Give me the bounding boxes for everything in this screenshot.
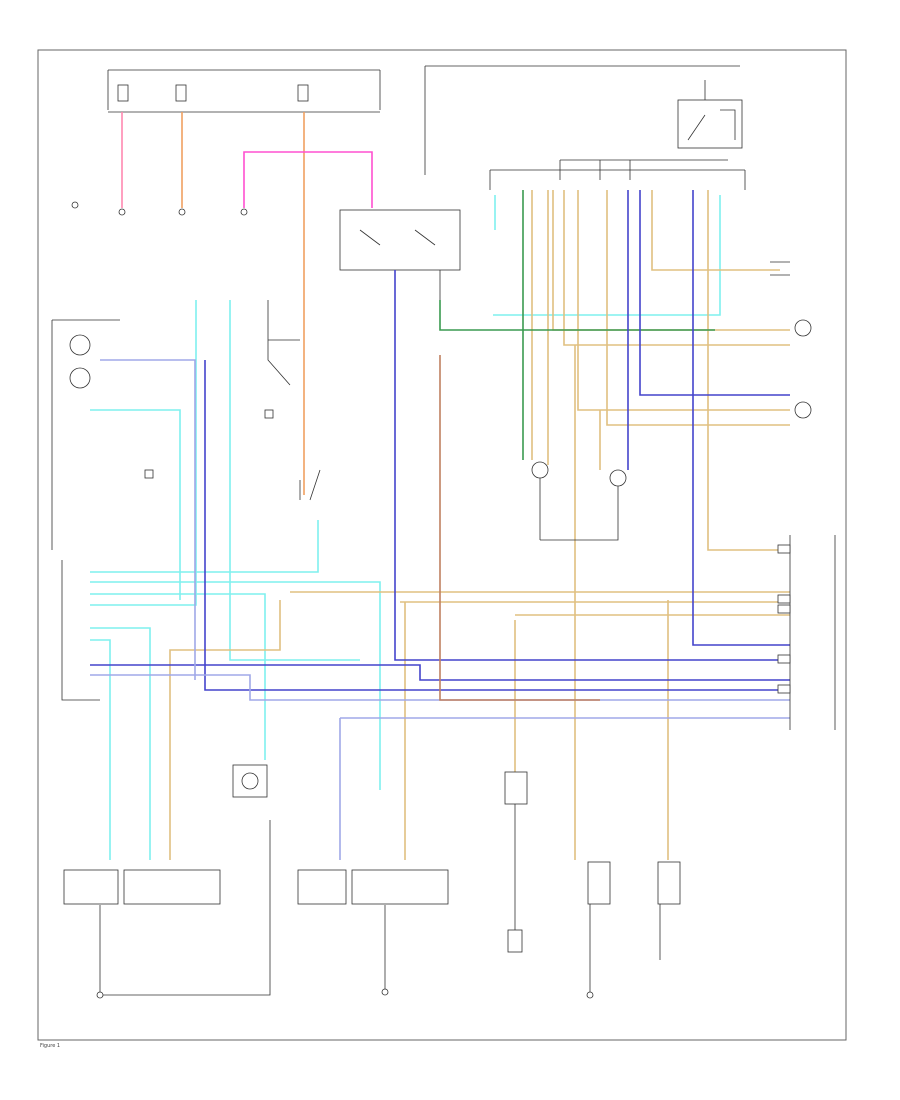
wire-dark-blue-3: [639, 190, 790, 396]
left-connector: [61, 560, 100, 701]
wire-tan-9: [400, 601, 790, 860]
right-connector: [777, 535, 836, 730]
wire-tan-2: [563, 190, 790, 346]
wire-tan-6: [707, 190, 790, 551]
side-marker: [504, 771, 528, 953]
wire-tan-4: [606, 190, 790, 426]
headlamp-relay: [559, 80, 743, 180]
wire-light-blue-8: [229, 300, 360, 661]
wire-lavender-1: [100, 359, 196, 680]
headlamp-switch: [339, 209, 461, 300]
center-lamps: [299, 461, 627, 541]
wire-dark-blue-5: [204, 360, 790, 691]
bottom-right-lamps: [586, 861, 681, 999]
wire-dark-blue-1: [394, 270, 790, 661]
right-lamps: [770, 261, 812, 419]
bottom-center-lamps: [297, 869, 449, 996]
diagram-frame: [37, 49, 847, 1041]
wire-light-blue-9: [90, 409, 181, 600]
wire-tan-5: [651, 190, 780, 271]
wire-brown: [439, 355, 600, 701]
page-id: Figure 1: [40, 1043, 61, 1049]
license-lamp: [232, 764, 268, 798]
dimmer-switch: [264, 300, 300, 419]
bottom-left-lamps: [63, 820, 271, 999]
wire-dark-blue-6: [90, 664, 790, 681]
wire-green: [439, 300, 715, 331]
wire-light-blue-2: [90, 581, 381, 790]
wire-lavender-2: [339, 717, 790, 860]
fuse-block: [107, 65, 740, 175]
wire-light-blue-3: [90, 593, 266, 760]
wire-light-blue-5: [90, 627, 151, 860]
wire-dark-blue-4: [692, 190, 790, 646]
wire-light-blue-6: [90, 639, 111, 860]
wire-tan-3: [577, 190, 790, 411]
instrument-cluster: [51, 319, 154, 550]
wire-tan-13: [574, 345, 601, 860]
wire-tan-1: [552, 190, 790, 331]
wire-magenta: [243, 151, 373, 208]
connector-header: [489, 169, 746, 190]
wire-tan-10: [514, 614, 790, 800]
wire-light-blue-1: [90, 520, 319, 573]
wire-tan-12: [531, 190, 549, 465]
wire-tan-8: [169, 600, 281, 860]
wire-light-blue-7: [493, 195, 721, 316]
wire-light-blue-4: [90, 300, 197, 606]
